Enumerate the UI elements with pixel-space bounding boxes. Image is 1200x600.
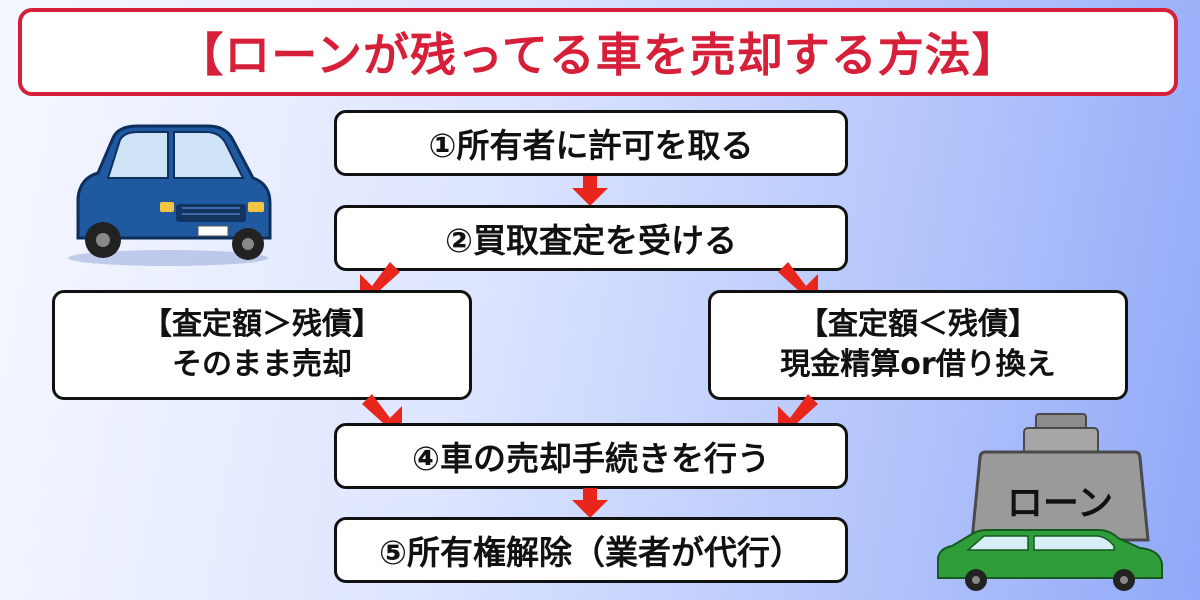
- step-1-box: ①所有者に許可を取る: [334, 110, 848, 176]
- branch-right-box: 【査定額＜残債】 現金精算or借り換え: [708, 290, 1128, 400]
- step-2-box: ②買取査定を受ける: [334, 205, 848, 271]
- down-arrow-icon: [572, 176, 608, 206]
- page-title: 【ローンが残ってる車を売却する方法】: [177, 28, 1019, 82]
- down-arrow-icon: [572, 488, 608, 518]
- step-5-label: ⑤所有権解除（業者が代行）: [379, 533, 803, 572]
- step-1-label: ①所有者に許可を取る: [428, 126, 754, 165]
- loan-weight-label: ローン: [1006, 483, 1114, 524]
- branch-right-line2: 現金精算or借り換え: [780, 347, 1056, 382]
- step-4-label: ④車の売却手続きを行う: [412, 439, 770, 478]
- loan-weight-illustration: ローン: [928, 408, 1172, 592]
- branch-left-box: 【査定額＞残債】 そのまま売却: [52, 290, 472, 400]
- branch-right-line1: 【査定額＜残債】: [798, 307, 1038, 342]
- step-5-box: ⑤所有権解除（業者が代行）: [334, 517, 848, 583]
- step-2-label: ②買取査定を受ける: [445, 221, 737, 260]
- branch-left-line1: 【査定額＞残債】: [142, 307, 382, 342]
- blue-car-icon: [68, 124, 272, 266]
- branch-left-line2: そのまま売却: [172, 347, 352, 382]
- step-4-box: ④車の売却手続きを行う: [334, 423, 848, 489]
- loan-weight-icon: [937, 413, 1163, 591]
- title-banner: 【ローンが残ってる車を売却する方法】: [18, 8, 1178, 96]
